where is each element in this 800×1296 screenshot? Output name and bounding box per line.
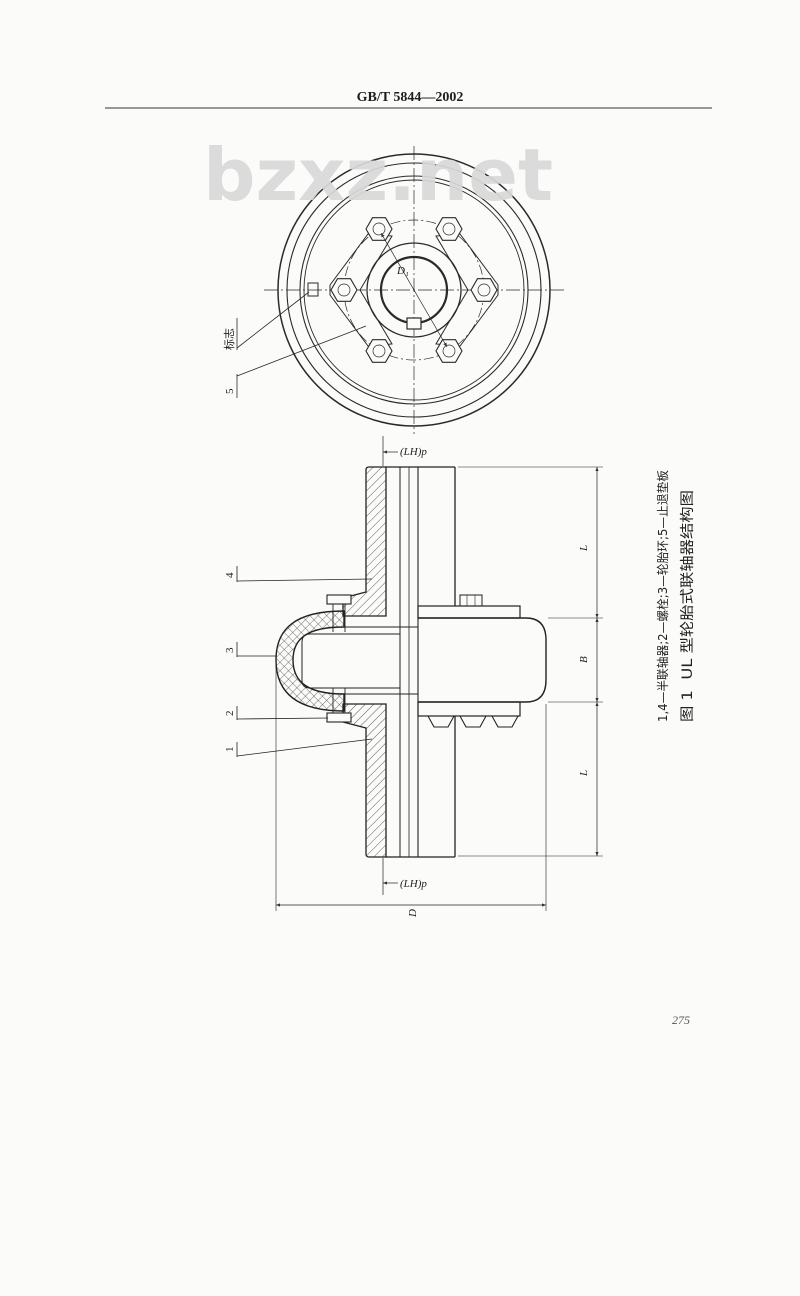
figure-caption-block: 1,4—半联轴器;2—螺栓;3—轮胎环;5—止退垫板 图 1 UL 型轮胎式联轴…: [655, 470, 696, 722]
bolt-end: [442, 344, 456, 358]
figure-legend: 1,4—半联轴器;2—螺栓;3—轮胎环;5—止退垫板: [655, 470, 670, 722]
item1-label: 1: [224, 747, 236, 753]
page-number: 275: [672, 1013, 690, 1027]
bolt-end: [442, 222, 456, 236]
bolt-end: [477, 283, 491, 297]
hex-bolt-head: [365, 339, 393, 363]
lead-top-label: (LH)p: [400, 446, 427, 458]
hex-nut-outline: [365, 339, 393, 363]
tyre-ring-elevation: [418, 617, 547, 703]
figure-side-view: (LH)p (LH)p L B L D 4 3 2 1: [224, 436, 603, 918]
page-header: GB/T 5844—2002: [105, 90, 712, 109]
nuts-bottom-elevation: [427, 715, 519, 728]
item5-label: 5: [224, 388, 236, 394]
bolt-circle-diameter-label: D₁: [396, 265, 409, 277]
figure-top-view: D₁ 标志 5: [222, 146, 566, 434]
length-bottom-label: L: [578, 770, 590, 777]
half-coupling-top-section: [342, 466, 387, 617]
hex-bolt-head: [435, 339, 463, 363]
hex-nut-outline: [330, 278, 358, 302]
standard-number: GB/T 5844—2002: [357, 90, 464, 105]
lead-bottom-label: (LH)p: [400, 878, 427, 890]
item4-leader-line: [236, 578, 373, 582]
bolt-nut-top: [326, 594, 352, 605]
half-coupling-bottom-section: [342, 703, 387, 858]
length-top-label: L: [578, 545, 590, 552]
bolt-end: [372, 344, 386, 358]
hex-nut-outline: [365, 217, 393, 241]
watermark: bzxz.net: [203, 133, 553, 217]
hex-nut-outline: [470, 278, 498, 302]
flange-outer-circle: [299, 175, 529, 405]
hex-nut-outline: [435, 217, 463, 241]
item1-leader-line: [236, 738, 373, 757]
tyre-inner-circle: [286, 162, 542, 418]
width-label: B: [578, 656, 590, 663]
item5-leader-line: [236, 325, 367, 377]
hex-bolt-head: [435, 217, 463, 241]
keyway: [406, 317, 422, 330]
mark-label: 标志: [222, 328, 236, 350]
hex-bolt-head: [470, 278, 498, 302]
item3-label: 3: [224, 647, 236, 653]
bolt-end: [337, 283, 351, 297]
hex-nut-outline: [435, 339, 463, 363]
flange-bottom-elevation: [417, 701, 521, 717]
mark-leader-line: [236, 291, 310, 349]
bolt-head-top-elevation: [459, 594, 483, 607]
item2-leader-line: [236, 717, 329, 720]
bolt-nut-bottom: [326, 712, 352, 723]
clamp-ring-outline: [301, 633, 400, 689]
bolt-end: [372, 222, 386, 236]
hex-bolt-head: [330, 278, 358, 302]
hex-bolt-head: [365, 217, 393, 241]
flange-top-elevation: [417, 605, 521, 619]
item2-label: 2: [224, 711, 236, 717]
item4-label: 4: [224, 572, 236, 578]
diameter-label: D: [407, 909, 419, 918]
mark-symbol: [307, 282, 319, 297]
bolt-circle-diameter-dimension: [380, 232, 448, 348]
tyre-outer-circle: [277, 153, 551, 427]
tyre-ring-section: [275, 610, 345, 712]
flange-inner-circle: [303, 179, 525, 401]
figure-caption: 图 1 UL 型轮胎式联轴器结构图: [680, 490, 696, 722]
